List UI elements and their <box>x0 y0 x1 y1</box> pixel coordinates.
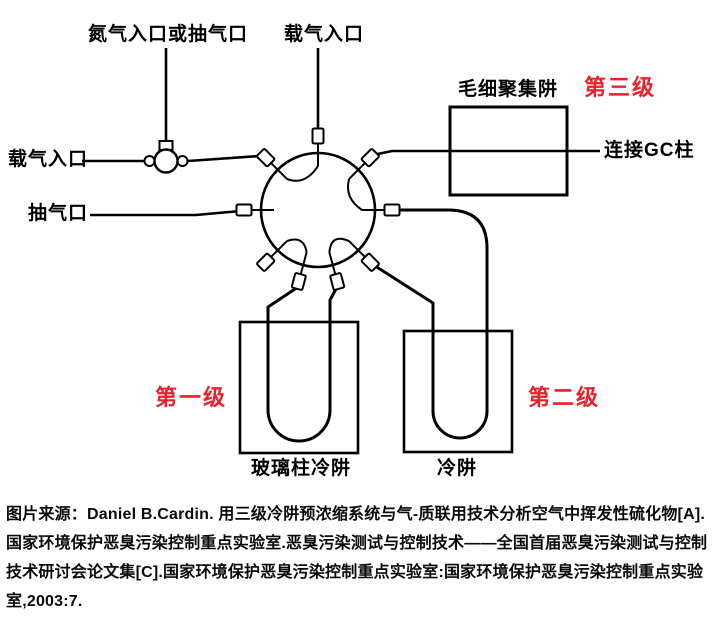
label-nitrogen-inlet: 氮气入口或抽气口 <box>88 24 249 45</box>
glass-trap-u-tube <box>266 285 339 443</box>
port-fitting <box>360 252 380 272</box>
port-fitting <box>256 252 276 272</box>
label-capillary-trap: 毛细聚集阱 <box>458 79 559 100</box>
gc-column-line <box>372 149 600 157</box>
cold-trap-box <box>402 329 514 454</box>
tee-right-knob <box>176 155 189 167</box>
valve-port-fittings <box>235 127 401 291</box>
diagram-svg <box>82 48 600 455</box>
tee-left-knob <box>143 155 156 167</box>
label-stage-three: 第三级 <box>584 75 657 100</box>
label-pump-port: 抽气口 <box>28 203 89 224</box>
tee-valve-fitting <box>143 140 189 174</box>
pump-port-line <box>90 209 241 217</box>
label-carrier-gas-top: 载气入口 <box>284 24 365 45</box>
label-stage-two: 第二级 <box>528 385 601 410</box>
tee-to-valve-line <box>187 154 261 163</box>
tee-body <box>153 148 179 174</box>
label-cold-trap: 冷阱 <box>437 458 478 479</box>
glass-trap-box <box>238 320 360 455</box>
port-fitting <box>383 203 401 217</box>
valve-flow-arcs <box>286 165 363 253</box>
label-carrier-gas-left: 载气入口 <box>8 149 89 170</box>
port-fitting <box>311 127 325 145</box>
label-glass-column-trap: 玻璃柱冷阱 <box>251 458 352 479</box>
port-fitting <box>329 272 346 291</box>
label-stage-one: 第一级 <box>155 385 228 410</box>
port-fitting <box>360 148 380 168</box>
valve-outer-stubs <box>250 141 386 276</box>
valve-inner-stubs <box>261 153 375 266</box>
port-fitting <box>235 203 253 217</box>
port-fitting <box>256 148 276 168</box>
citation-text: 图片来源：Daniel B.Cardin. 用三级冷阱预浓缩系统与气-质联用技术… <box>6 506 708 610</box>
label-gc-column: 连接GC柱 <box>604 140 695 161</box>
cold-trap-u-tube <box>371 208 489 440</box>
port-fitting <box>290 272 307 291</box>
